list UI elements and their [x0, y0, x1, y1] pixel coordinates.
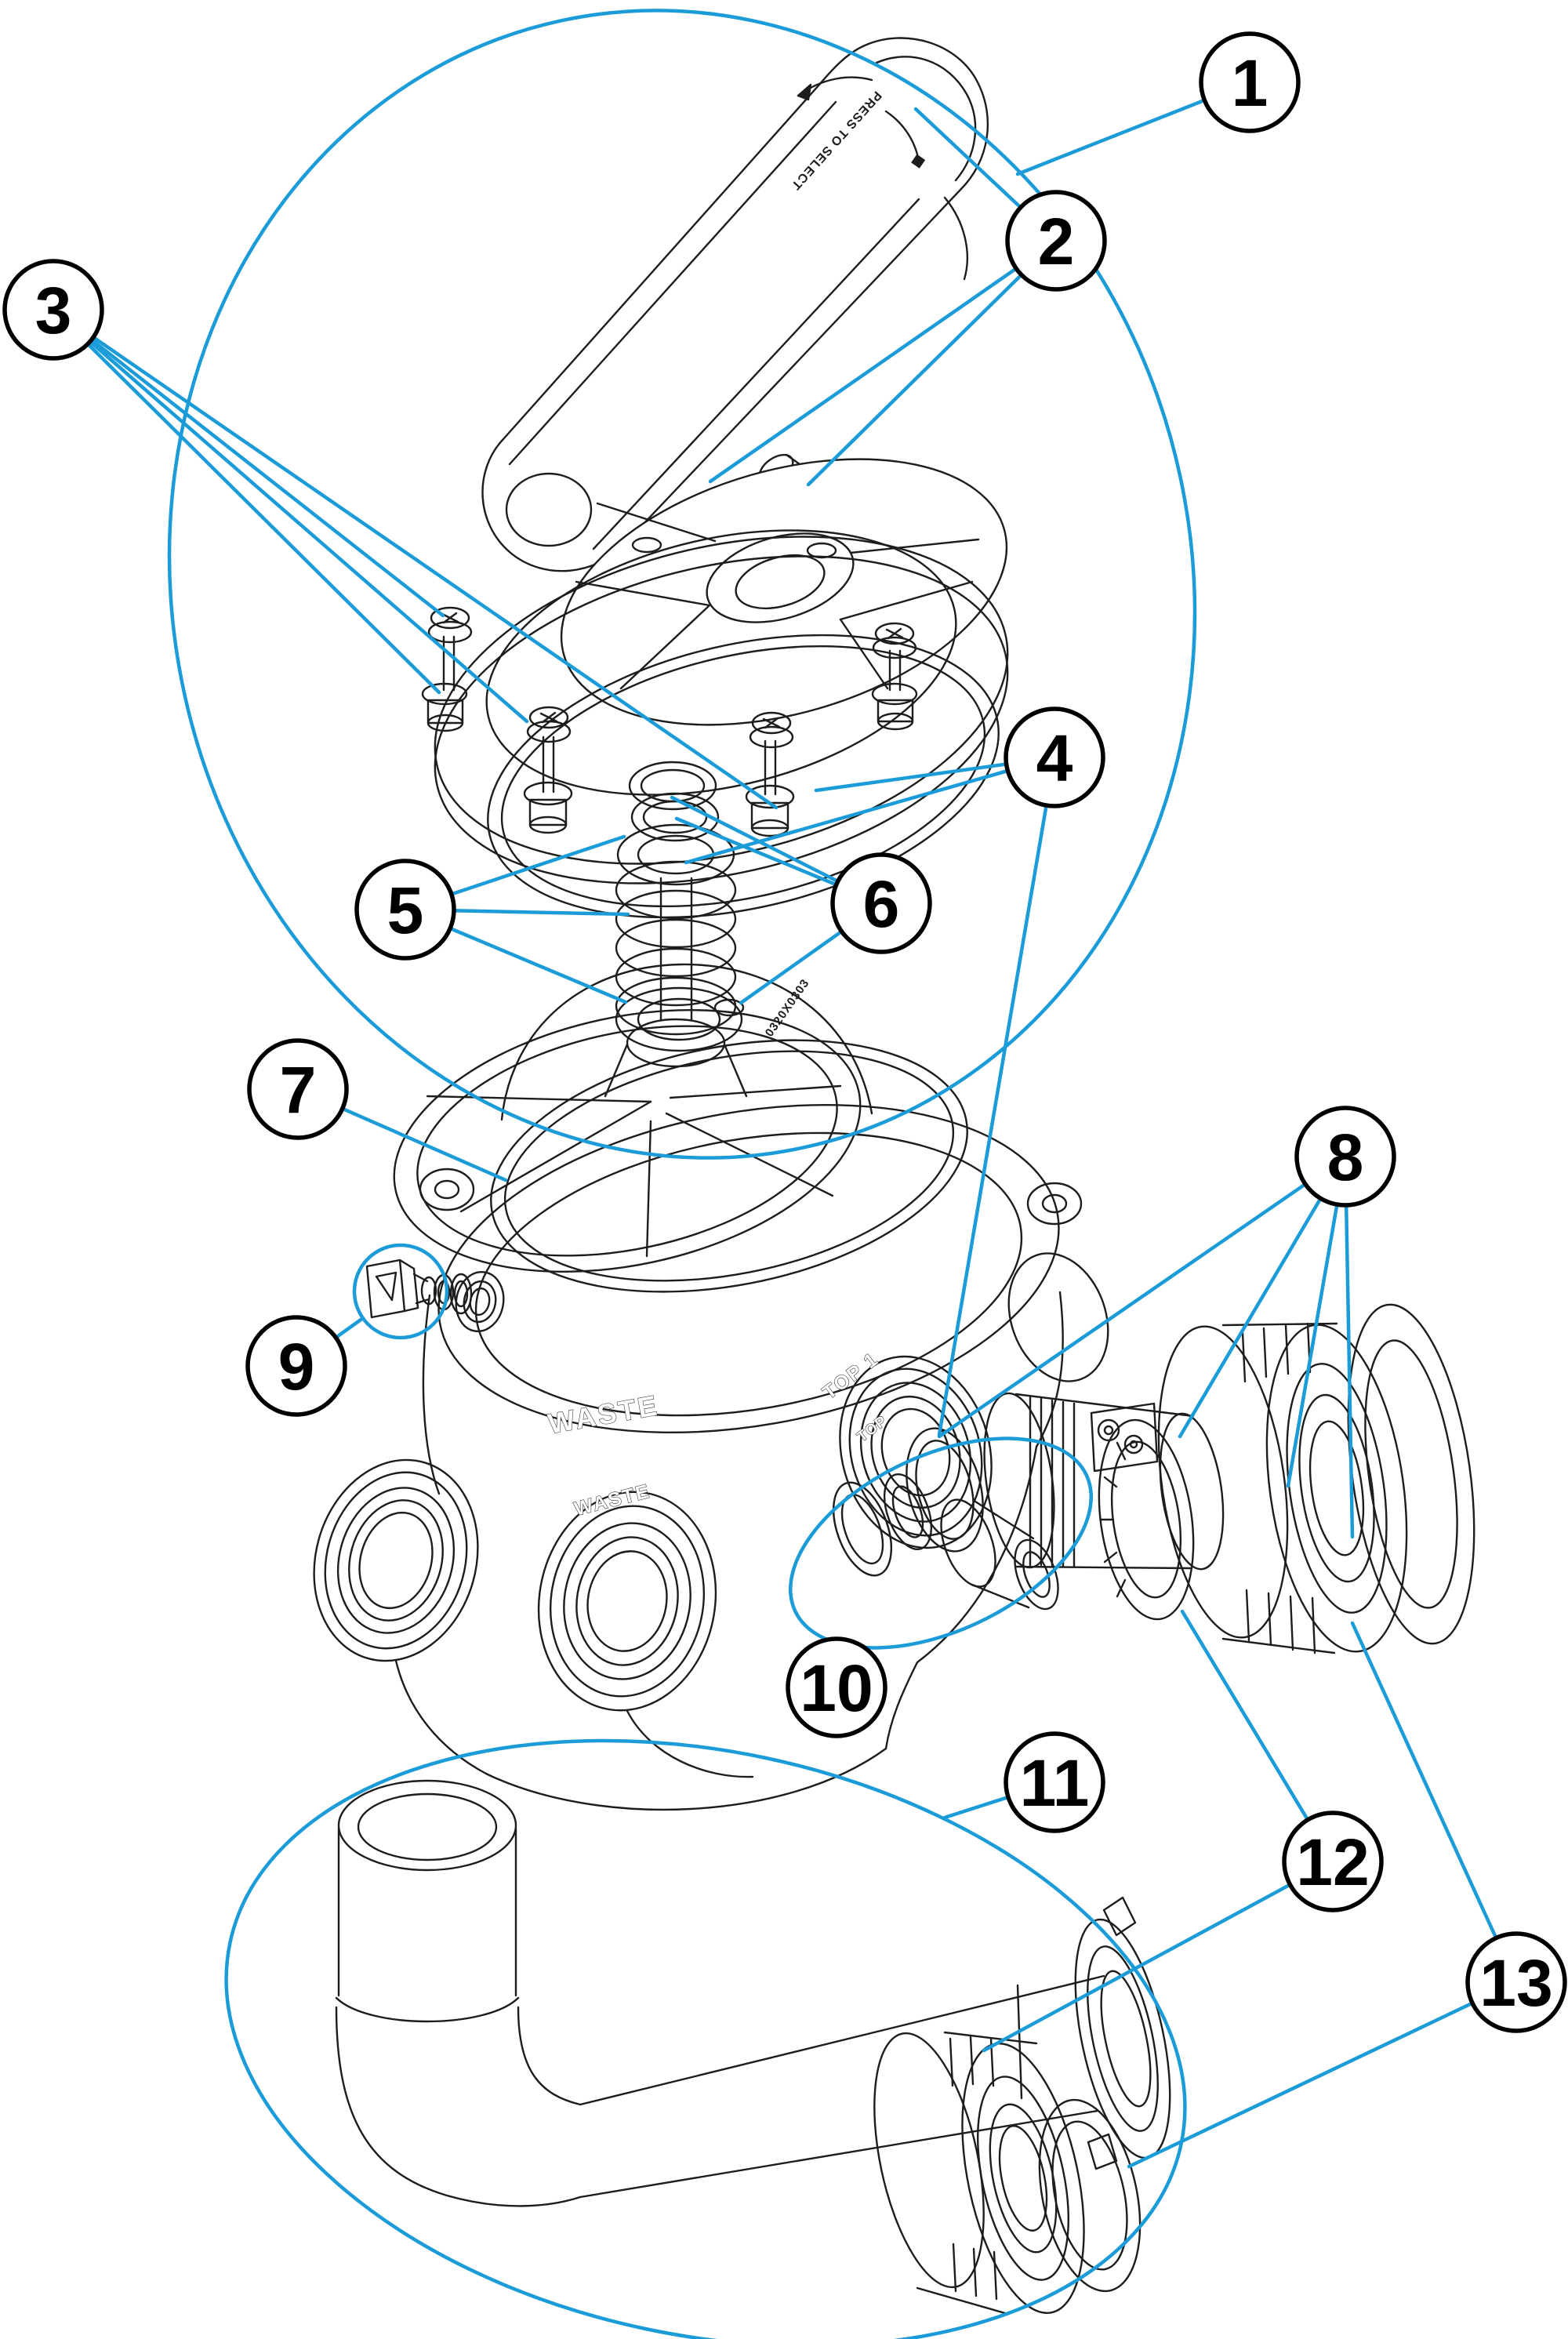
return-elbow [335, 1779, 1171, 2315]
waste-port [537, 1491, 717, 1712]
callout-number-5: 5 [387, 873, 424, 947]
elbow-flange [1074, 1896, 1171, 2170]
serrated-ring [1098, 1418, 1195, 1621]
callout-9: 9 [245, 1315, 347, 1417]
leader-line-3 [51, 307, 441, 695]
leader-line-8 [1178, 1154, 1348, 1439]
callout-number-4: 4 [1036, 721, 1073, 795]
threaded-sleeve [983, 1392, 1225, 1571]
elbow-group-ellipse [224, 1738, 1187, 2339]
callout-2: 2 [1005, 190, 1107, 292]
port-o-ring [906, 1427, 984, 1553]
callout-circle-4 [1004, 706, 1105, 808]
leader-line-4 [684, 755, 1057, 865]
leader-line-3 [51, 307, 445, 618]
callout-circle-9 [245, 1315, 347, 1417]
leader-line-12 [982, 1859, 1335, 2053]
leader-line-3 [51, 307, 779, 810]
callout-number-7: 7 [280, 1053, 317, 1127]
callout-circle-5 [354, 859, 456, 961]
part-label-3: TOP 1 [818, 1348, 883, 1404]
sight-glass-ellipse [789, 1436, 1093, 1650]
drain-boss [455, 1271, 505, 1332]
callout-circle-1 [1199, 31, 1301, 133]
lid-screw [749, 711, 794, 749]
callout-circle-11 [1004, 1731, 1105, 1833]
callout-3: 3 [2, 259, 104, 361]
callout-number-6: 6 [863, 867, 900, 941]
main-assembly-ellipse [167, 9, 1197, 1160]
lid-nut-washer [421, 635, 468, 732]
elbow-o-ring [1038, 2098, 1142, 2293]
lid-nut-washer [871, 649, 918, 731]
callout-10: 10 [786, 1636, 887, 1738]
leader-line-2 [806, 238, 1058, 487]
cover-lid [421, 529, 1009, 884]
callout-number-13: 13 [1479, 1946, 1552, 2020]
callout-circle-3 [2, 259, 104, 361]
drain-plug-circle [352, 1243, 449, 1340]
leader-line-4 [937, 755, 1057, 1437]
callout-circle-12 [1282, 1811, 1384, 1912]
valve-illustration [313, 37, 1475, 2315]
part-label-5: 0320X0303 [763, 976, 812, 1039]
diverter-rotor [393, 963, 873, 1273]
callout-number-9: 9 [278, 1330, 315, 1404]
leader-line-8 [1343, 1154, 1355, 1539]
leader-line-8 [937, 1154, 1348, 1439]
lid-screw [526, 706, 572, 743]
flange-ear [419, 1168, 475, 1211]
leader-line-13 [1127, 1980, 1519, 2169]
callout-7: 7 [247, 1038, 349, 1140]
union-flat-ring [1347, 1303, 1475, 1645]
elbow-nut [873, 2031, 1085, 2315]
callout-circle-8 [1294, 1106, 1396, 1208]
part-label-2: WASTE [572, 1480, 653, 1520]
flange-ear [1026, 1182, 1083, 1226]
spring-stack [615, 761, 745, 1052]
leader-line-3 [51, 307, 529, 724]
callout-circle-7 [247, 1038, 349, 1140]
valve-body [313, 1103, 1109, 1811]
callout-number-11: 11 [1020, 1746, 1090, 1820]
cover-o-ring [487, 634, 1000, 919]
callout-number-8: 8 [1327, 1120, 1364, 1194]
callout-4: 4 [1004, 706, 1105, 808]
callout-number-1: 1 [1232, 46, 1269, 120]
callout-12: 12 [1282, 1811, 1384, 1912]
union-nut [1157, 1322, 1408, 1654]
callout-circle-13 [1465, 1931, 1567, 2033]
callout-5: 5 [354, 859, 456, 961]
pointer-mark-icon [884, 110, 926, 169]
lid-screw [427, 606, 473, 644]
rotate-arrow-icon [797, 76, 873, 101]
drain-plug [365, 1258, 473, 1319]
callout-8: 8 [1294, 1106, 1396, 1208]
callout-13: 13 [1465, 1931, 1567, 2033]
callout-6: 6 [830, 852, 932, 954]
handle [481, 37, 989, 572]
callout-circle-2 [1005, 190, 1107, 292]
callout-11: 11 [1004, 1731, 1105, 1833]
callout-number-2: 2 [1038, 205, 1075, 278]
callout-circle-6 [830, 852, 932, 954]
callout-circle-10 [786, 1636, 887, 1738]
leader-line-8 [1286, 1154, 1348, 1488]
leader-line-13 [1350, 1621, 1519, 1985]
callout-number-12: 12 [1296, 1825, 1369, 1899]
callout-number-10: 10 [800, 1651, 873, 1725]
union-assembly [833, 1303, 1475, 1654]
callout-number-3: 3 [35, 274, 72, 347]
lid-nut-washer [523, 735, 573, 834]
blue-group-shapes [167, 9, 1197, 2339]
leader-line-2 [708, 238, 1058, 484]
left-port [313, 1458, 479, 1662]
callout-1: 1 [1199, 31, 1301, 133]
part-label-4: TOP [855, 1413, 891, 1446]
lid-nut-washer [745, 739, 795, 837]
spring [615, 860, 737, 1036]
